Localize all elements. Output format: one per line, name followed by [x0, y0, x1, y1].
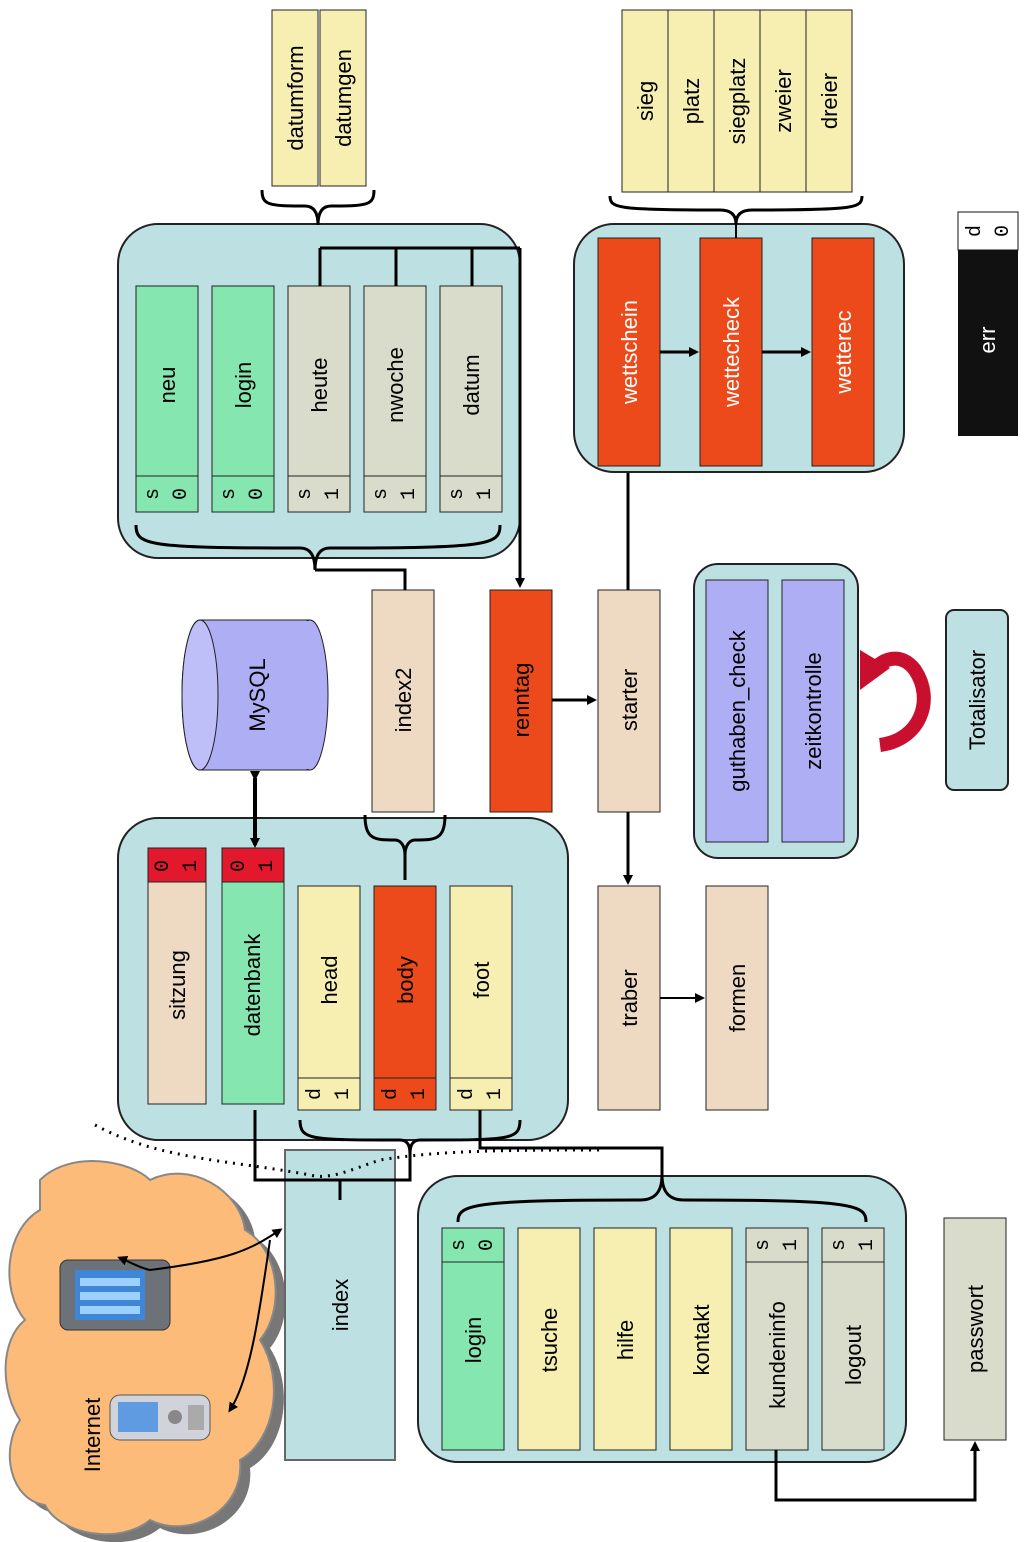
traber-label: traber [617, 969, 642, 1026]
heute-label: heute [307, 357, 332, 412]
datum-label: datum [459, 354, 484, 415]
starter-label: starter [617, 669, 642, 731]
nwoche-tag-1: 1 [398, 488, 421, 500]
datum-tag-1: 1 [474, 488, 497, 500]
legend-bottom: 0 [992, 225, 1015, 237]
datum-tag-s: s [446, 488, 469, 500]
renntag-label: renntag [509, 663, 534, 738]
zeitkontrolle-label: zeitkontrolle [801, 652, 826, 769]
heute-tag-1: 1 [322, 488, 345, 500]
login-top-tag-s: s [218, 488, 241, 500]
passwort-label: passwort [963, 1285, 988, 1373]
datumgen-label: datumgen [331, 49, 356, 147]
sieg-label: sieg [633, 81, 658, 121]
kundeninfo-label: kundeninfo [765, 1301, 790, 1409]
menu-login-label: login [461, 1317, 486, 1363]
siegplatz-label: siegplatz [725, 58, 750, 145]
foot-tag-d: d [456, 1088, 479, 1100]
body-label: body [393, 956, 418, 1004]
mysql-label: MySQL [245, 658, 270, 731]
head-tag-1: 1 [332, 1088, 355, 1100]
menu-login-tag-s: s [448, 1239, 471, 1251]
heute-tag-s: s [294, 488, 317, 500]
logout-tag-s: s [828, 1239, 851, 1251]
hilfe-label: hilfe [613, 1320, 638, 1360]
body-tag-1: 1 [408, 1088, 431, 1100]
neu-tag-s: s [142, 488, 165, 500]
head-label: head [317, 956, 342, 1005]
legend-label: err [975, 327, 1000, 354]
sitzung-label: sitzung [165, 950, 190, 1020]
wetterec-label: wetterec [831, 310, 856, 394]
index-label: index [328, 1279, 353, 1332]
neu-label: neu [155, 367, 180, 404]
menu-login-tag-0: 0 [476, 1239, 499, 1251]
kontakt-label: kontakt [689, 1305, 714, 1376]
foot-label: foot [469, 962, 494, 999]
platz-label: platz [679, 78, 704, 124]
datenbank-flag-0: 0 [228, 860, 251, 872]
logout-label: logout [841, 1325, 866, 1385]
zweier-label: zweier [771, 69, 796, 133]
index2-label: index2 [391, 668, 416, 733]
totalisator-label: Totalisator [965, 650, 990, 750]
internet-label: Internet [80, 1398, 105, 1473]
datumform-label: datumform [283, 45, 308, 150]
mobile-phone-icon [110, 1395, 210, 1440]
logout-tag-1: 1 [856, 1239, 879, 1251]
bet-types-brace [610, 196, 862, 224]
curved-arrow-icon [860, 650, 924, 745]
kundeninfo-tag-s: s [752, 1239, 775, 1251]
login-top-tag-0: 0 [246, 488, 269, 500]
head-tag-d: d [304, 1088, 327, 1100]
internet-cloud: Internet [6, 1161, 286, 1542]
datenbank-label: datenbank [240, 933, 265, 1037]
dreier-label: dreier [817, 73, 842, 129]
legend-top: d [964, 225, 987, 237]
wettecheck-label: wettecheck [719, 296, 744, 408]
kundeninfo-tag-1: 1 [780, 1239, 803, 1251]
nwoche-label: nwoche [383, 347, 408, 423]
foot-tag-1: 1 [484, 1088, 507, 1100]
sitzung-flag-0: 0 [152, 860, 175, 872]
tsuche-label: tsuche [537, 1308, 562, 1373]
nwoche-tag-s: s [370, 488, 393, 500]
sitzung-flag-1: 1 [180, 860, 203, 872]
login-top-label: login [231, 362, 256, 408]
guthaben-check-label: guthaben_check [725, 629, 750, 791]
datum-helpers-brace [262, 190, 374, 225]
body-tag-d: d [380, 1088, 403, 1100]
datenbank-flag-1: 1 [256, 860, 279, 872]
formen-label: formen [725, 964, 750, 1032]
wettschein-label: wettschein [617, 300, 642, 405]
neu-tag-0: 0 [170, 488, 193, 500]
